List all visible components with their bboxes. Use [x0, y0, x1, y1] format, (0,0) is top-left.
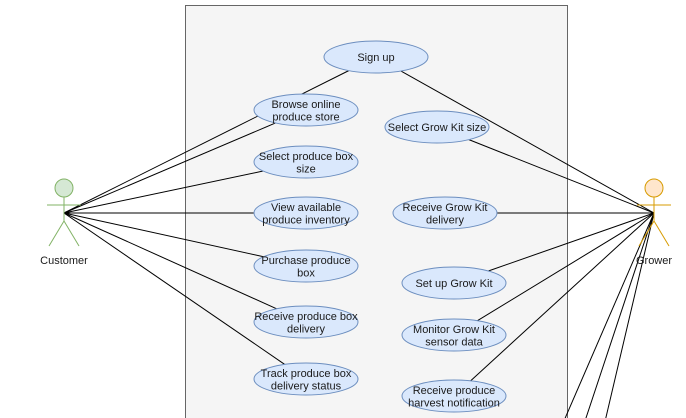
use-case-label: Monitor Grow Kit — [413, 324, 495, 336]
association-customer-select-produce-box-size — [63, 170, 264, 214]
use-case-label: View available — [271, 202, 341, 214]
use-case-ellipse — [384, 110, 490, 144]
use-case-label: Receive produce box — [254, 311, 358, 323]
use-case-ellipse — [253, 93, 359, 127]
use-case-ellipse — [253, 196, 359, 230]
use-case-label: Receive produce — [413, 385, 496, 397]
use-case-label: delivery — [287, 323, 325, 335]
use-case-select-grow-kit-size[interactable]: Select Grow Kit size — [384, 110, 490, 144]
use-case-ellipse — [323, 40, 429, 74]
association-grower-offscreen-1 — [605, 212, 655, 418]
use-case-label: size — [296, 163, 316, 175]
use-case-ellipse — [253, 305, 359, 339]
use-case-label: produce store — [272, 111, 339, 123]
association-customer-track-produce-box-delivery-status — [63, 212, 286, 365]
use-case-ellipse — [253, 249, 359, 283]
use-case-sign-up[interactable]: Sign up — [323, 40, 429, 74]
use-case-label: sensor data — [425, 336, 483, 348]
use-case-label: Set up Grow Kit — [415, 278, 492, 290]
use-case-label: delivery — [426, 214, 464, 226]
use-case-ellipse — [392, 196, 498, 230]
association-grower-monitor-grow-kit-sensor-data — [477, 212, 655, 322]
use-case-ellipse — [253, 145, 359, 179]
use-case-label: delivery status — [271, 380, 342, 392]
use-case-label: harvest notification — [408, 397, 500, 409]
actor-label: Customer — [40, 255, 88, 267]
use-case-ellipse — [253, 362, 359, 396]
actor-grower[interactable]: Grower — [636, 178, 672, 267]
use-case-label: Track produce box — [261, 368, 352, 380]
system-boundary[interactable] — [185, 5, 568, 418]
association-grower-set-up-grow-kit — [488, 212, 655, 272]
use-case-label: Select Grow Kit size — [388, 122, 486, 134]
use-case-label: produce inventory — [262, 214, 350, 226]
actor-head-icon — [644, 178, 664, 198]
use-case-label: box — [297, 267, 315, 279]
actor-head-icon — [54, 178, 74, 198]
association-grower-offscreen-2 — [585, 212, 655, 418]
association-grower-receive-produce-harvest-notification — [470, 212, 655, 382]
association-customer-browse-online-produce-store — [63, 122, 276, 214]
use-case-ellipse — [401, 318, 507, 352]
use-case-label: Browse online — [271, 99, 340, 111]
actor-right-leg — [63, 220, 80, 247]
association-grower-select-grow-kit-size — [468, 139, 655, 214]
actor-left-leg — [48, 220, 65, 247]
use-case-set-up-grow-kit[interactable]: Set up Grow Kit — [401, 266, 507, 300]
use-case-label: Select produce box — [259, 151, 354, 163]
association-grower-offscreen-3 — [564, 212, 655, 418]
actor-left-leg — [638, 220, 655, 247]
actor-right-leg — [653, 220, 670, 247]
association-grower-sign-up — [400, 70, 655, 214]
use-case-label: Purchase produce — [261, 255, 350, 267]
use-case-label: Sign up — [357, 52, 394, 64]
use-case-ellipse — [401, 379, 507, 413]
use-case-label: Receive Grow Kit — [403, 202, 488, 214]
association-customer-purchase-produce-box — [63, 212, 264, 258]
association-customer-receive-produce-box-delivery — [63, 212, 277, 310]
actor-customer[interactable]: Customer — [40, 178, 88, 267]
association-lines — [63, 70, 655, 418]
use-case-ellipse — [401, 266, 507, 300]
actor-label: Grower — [636, 255, 672, 267]
actors: Customer Grower — [40, 178, 672, 267]
